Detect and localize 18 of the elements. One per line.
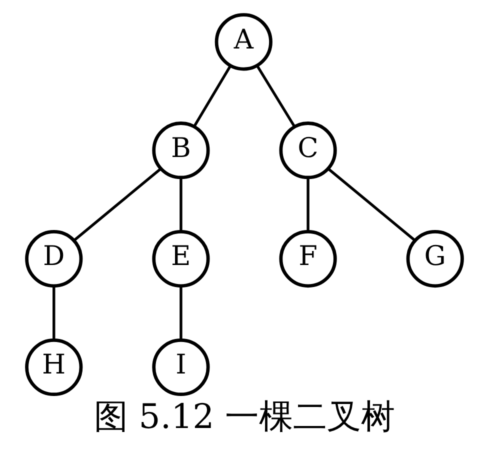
node-circle: F <box>278 230 336 288</box>
connector <box>256 65 296 128</box>
node-circle: G <box>406 230 464 288</box>
connector <box>179 178 182 232</box>
connector <box>52 286 55 340</box>
node-circle: I <box>152 338 210 396</box>
connector <box>179 286 182 340</box>
node-circle: B <box>152 122 210 180</box>
connector <box>73 168 161 241</box>
connector <box>306 178 309 232</box>
node-circle: C <box>278 122 336 180</box>
node-circle: A <box>214 13 272 71</box>
connector <box>192 65 232 128</box>
node-circle: H <box>24 338 82 396</box>
connector <box>327 168 415 241</box>
node-circle: D <box>24 230 82 288</box>
node-circle: E <box>152 230 210 288</box>
caption: 图 5.12 一棵二叉树 <box>94 397 394 436</box>
